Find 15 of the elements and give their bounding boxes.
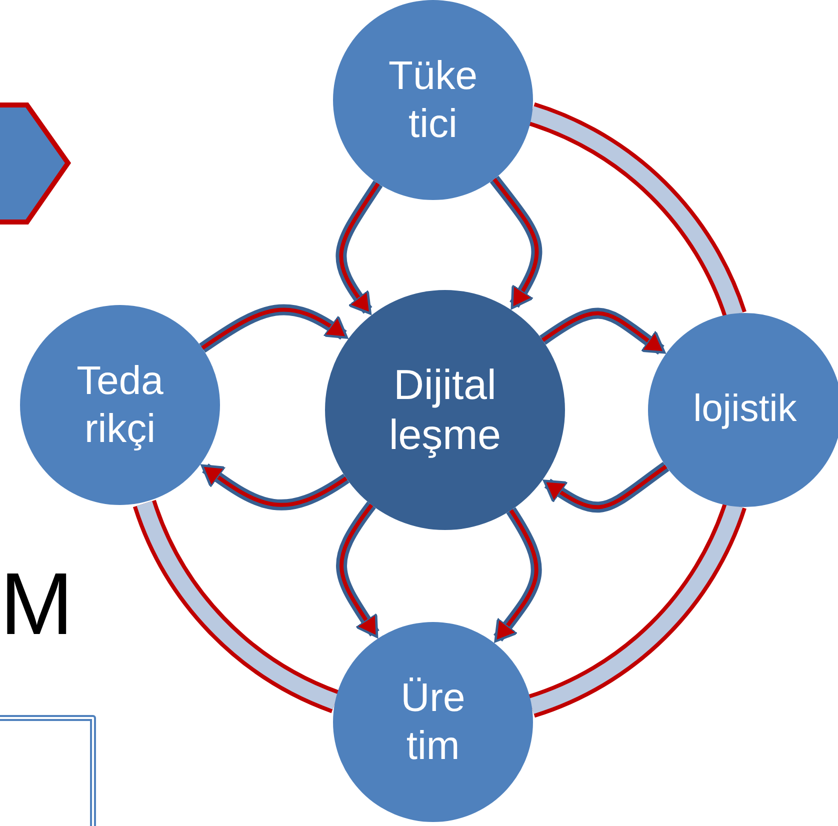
node-label: Teda rikçi: [76, 358, 164, 453]
large-letter: M: [0, 560, 74, 648]
node-label: Dijital leşme: [388, 360, 502, 460]
curved-arrow: [200, 463, 350, 510]
curved-arrow: [494, 507, 542, 643]
curved-arrow: [543, 462, 670, 513]
node-label: Üre tim: [400, 675, 466, 770]
curved-arrow: [199, 304, 348, 353]
ring-band-connector: [133, 499, 340, 713]
node-label: Tüke tici: [388, 53, 478, 148]
curved-arrow: [490, 176, 542, 310]
curved-arrow: [336, 180, 383, 315]
curved-arrow: [336, 502, 380, 638]
node-label: lojistik: [692, 387, 798, 432]
curved-arrow: [540, 308, 666, 355]
